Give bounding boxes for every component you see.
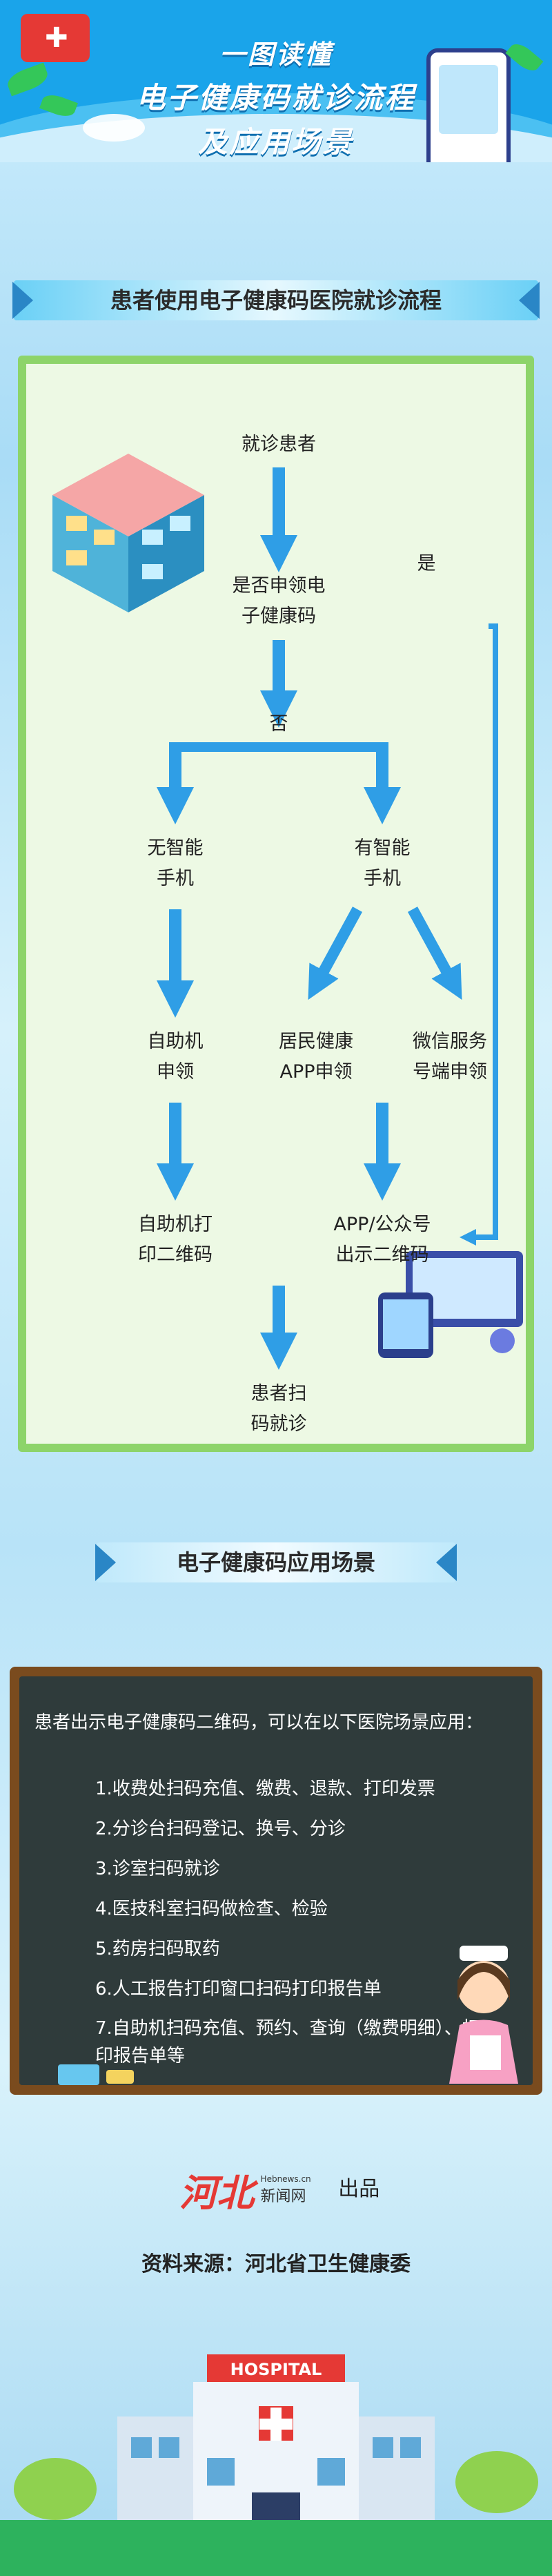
scenario-list: 1.收费处扫码充值、缴费、退款、打印发票 2.分诊台扫码登记、换号、分诊 3.诊… [95,1769,495,2075]
tree-icon [455,2451,538,2513]
eraser-icon [58,2064,99,2085]
section-banner-flow: 患者使用电子健康码医院就诊流程 [0,276,552,325]
triangle-right-icon [519,282,540,319]
triangle-left-icon [12,282,33,319]
blackboard: 患者出示电子健康码二维码，可以在以下医院场景应用： 1.收费处扫码充值、缴费、退… [10,1667,542,2095]
header-banner: ✚ 一图读懂 电子健康码就诊流程 及应用场景 [0,0,552,162]
list-item: 7.自助机扫码充值、预约、查询（缴费明细）、打印报告单等 [95,2018,480,2066]
flow-node-app-show: APP/公众号出示二维码 [333,1214,431,1266]
header-title-line2: 电子健康码就诊流程 [136,81,416,115]
tree-icon [14,2458,97,2520]
flow-node-start: 就诊患者 [241,434,316,455]
brand-logo-sub: Hebnews.cn 新闻网 [260,2173,311,2205]
grass-ground [0,2520,552,2576]
first-aid-kit-icon: ✚ [21,14,90,62]
brand-logo: 河北 [179,2171,254,2215]
flow-node-no-smartphone: 无智能手机 [147,837,204,889]
hospital-building-icon [52,454,204,612]
flow-node-has-smartphone: 有智能手机 [354,837,411,889]
produced-label: 出品 [338,2177,380,2201]
header-title-line1: 一图读懂 [219,39,333,70]
flowchart-panel: 就诊患者 是否申领电子健康码 是 否 无智能手机 有智能手机 自助机申领 居民健… [18,356,534,1452]
data-source: 资料来源：河北省卫生健康委 [141,2252,411,2276]
flow-node-wechat-apply: 微信服务号端申领 [413,1031,487,1083]
flow-label-yes: 是 [417,553,436,574]
list-item: 2.分诊台扫码登记、换号、分诊 [95,1819,346,1839]
list-item: 4.医技科室扫码做检查、检验 [95,1899,328,1919]
flow-node-end: 患者扫码就诊 [250,1383,307,1435]
flow-node-question: 是否申领电子健康码 [232,575,326,627]
cloud-icon [83,114,145,142]
section-title-flow: 患者使用电子健康码医院就诊流程 [110,287,442,313]
hospital-building-illustration: HOSPITAL [117,2354,435,2548]
list-item: 6.人工报告打印窗口扫码打印报告单 [95,1979,382,1999]
phone-illustration-icon [426,48,511,162]
header-title-line3: 及应用场景 [198,125,354,159]
flow-label-no: 否 [269,713,288,735]
flow-node-kiosk-print: 自助机打印二维码 [138,1214,213,1266]
section-banner-scenarios: 电子健康码应用场景 [0,1538,552,1587]
triangle-left-icon [95,1544,116,1581]
list-item: 3.诊室扫码就诊 [95,1859,220,1879]
devices-illustration-icon [378,1251,523,1358]
nurse-icon [449,1946,518,2084]
triangle-right-icon [436,1544,457,1581]
list-item: 1.收费处扫码充值、缴费、退款、打印发票 [95,1779,435,1799]
chalk-icon [106,2070,134,2084]
svg-text:HOSPITAL: HOSPITAL [230,2360,322,2379]
flow-node-kiosk-apply: 自助机申领 [147,1031,204,1083]
section-title-scenarios: 电子健康码应用场景 [176,1549,375,1576]
brand-credit: 河北 Hebnews.cn 新闻网 出品 [179,2162,379,2217]
list-item: 5.药房扫码取药 [95,1939,220,1959]
board-intro: 患者出示电子健康码二维码，可以在以下医院场景应用： [34,1712,484,1733]
flow-arrows [157,467,498,1370]
